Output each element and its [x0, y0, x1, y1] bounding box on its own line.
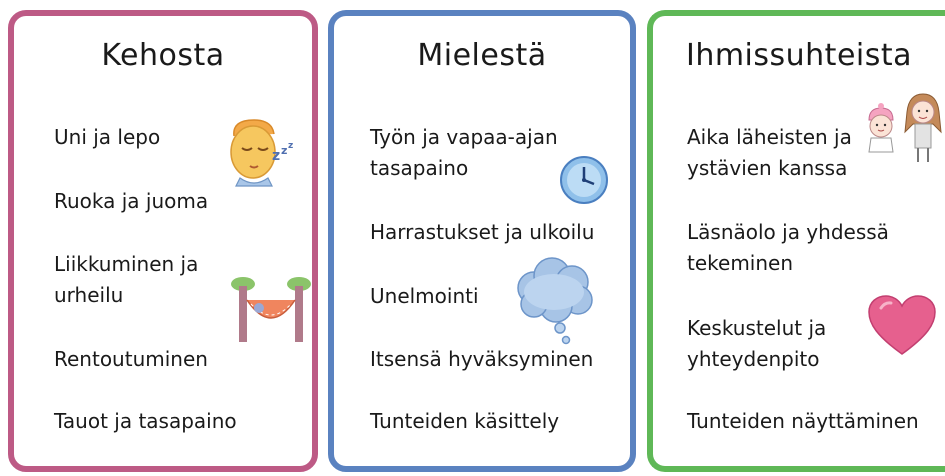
heart-icon	[868, 295, 936, 355]
card-kehosta: Kehosta Uni ja lepo Ruoka ja juoma Liikk…	[8, 10, 318, 472]
card-title: Mielestä	[417, 38, 547, 73]
svg-text:z: z	[288, 141, 293, 151]
sleeping-face-icon: z z z	[230, 119, 293, 187]
list-item: Tunteiden näyttäminen	[687, 409, 919, 433]
two-children-icon	[868, 93, 942, 162]
list-item: Aika läheisten ja ystävien kanssa	[687, 125, 852, 180]
list-item: Työn ja vapaa-ajan tasapaino	[370, 125, 558, 180]
list-item: Harrastukset ja ulkoilu	[370, 220, 595, 244]
list-item: Ruoka ja juoma	[54, 189, 209, 213]
card-title: Kehosta	[101, 38, 225, 73]
list-item: Tauot ja tasapaino	[54, 409, 237, 433]
card-title: Ihmissuhteista	[685, 38, 913, 73]
thought-cloud-icon	[517, 257, 593, 345]
hammock-icon	[231, 277, 311, 342]
list-item: Unelmointi	[370, 284, 479, 308]
list-item: Läsnäolo ja yhdessä tekeminen	[687, 220, 889, 275]
list-item: Rentoutuminen	[54, 347, 208, 371]
svg-text:z: z	[281, 144, 287, 157]
svg-text:z: z	[272, 148, 280, 164]
list-item: Keskustelut ja yhteydenpito	[687, 316, 827, 371]
card-ihmissuhteista: Ihmissuhteista Aika läheisten ja ystävie…	[647, 10, 945, 472]
clock-icon	[560, 156, 608, 204]
list-item: Tunteiden käsittely	[370, 409, 560, 433]
list-item: Uni ja lepo	[54, 125, 161, 149]
card-mielesta: Mielestä Työn ja vapaa-ajan tasapaino Ha…	[328, 10, 636, 472]
list-item: Liikkuminen ja urheilu	[54, 252, 199, 307]
list-item: Itsensä hyväksyminen	[370, 347, 594, 371]
